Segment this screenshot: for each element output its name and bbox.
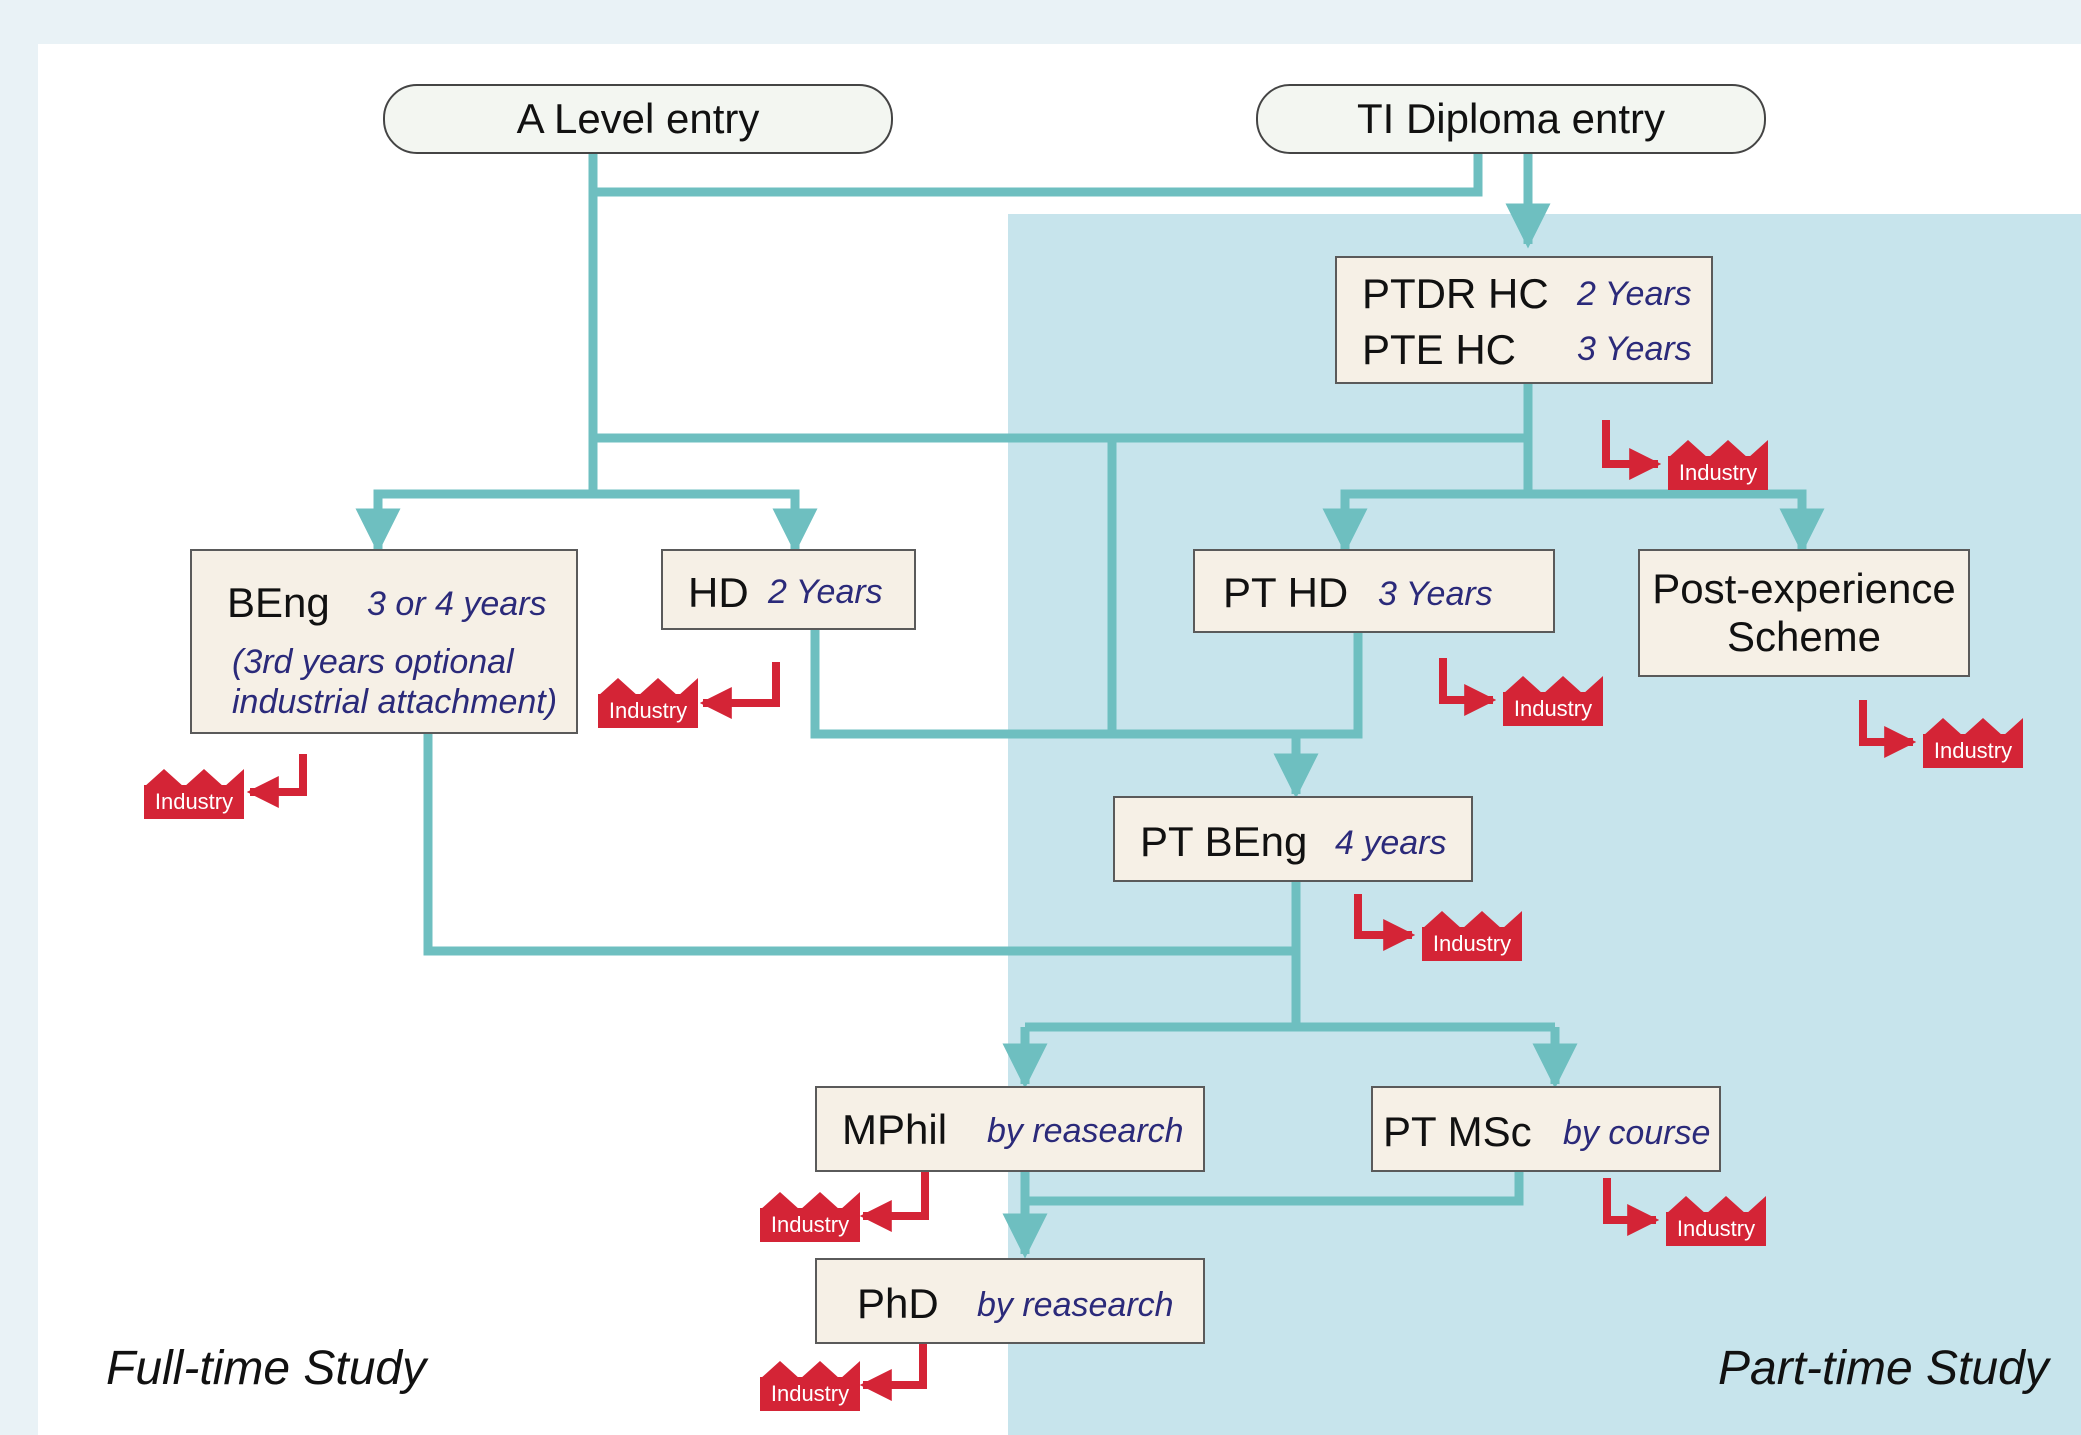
industry-label: Industry <box>1503 692 1603 726</box>
beng-note-line1: (3rd years optional <box>232 643 514 681</box>
phd-title: PhD <box>857 1280 939 1327</box>
industry-label: Industry <box>1923 734 2023 768</box>
phd-node: PhD by reasearch <box>815 1258 1205 1344</box>
ptdr-hc-duration: 2 Years <box>1577 275 1692 313</box>
pte-hc-duration: 3 Years <box>1577 330 1692 368</box>
ptdr-hc-title: PTDR HC <box>1362 270 1549 317</box>
connector-ti-to-a-level <box>593 154 1483 197</box>
a-level-entry: A Level entry <box>383 84 893 154</box>
hd-duration: 2 Years <box>768 573 883 611</box>
industry-label: Industry <box>1422 927 1522 961</box>
industry-badge-ptdr: Industry <box>1668 440 1768 490</box>
beng-duration: 3 or 4 years <box>367 585 547 623</box>
pt-hd-node: PT HD 3 Years <box>1193 549 1555 633</box>
mphil-title: MPhil <box>842 1106 948 1153</box>
ptdr-pte-hc-node: PTDR HC 2 Years PTE HC 3 Years <box>1335 256 1713 384</box>
industry-arrow-hd <box>699 662 780 719</box>
industry-badge-pt-msc: Industry <box>1666 1196 1766 1246</box>
industry-badge-post-exp: Industry <box>1923 718 2023 768</box>
post-experience-line2: Scheme <box>1726 613 1882 660</box>
industry-label: Industry <box>1668 456 1768 490</box>
industry-badge-pt-hd: Industry <box>1503 676 1603 726</box>
connector-to-beng <box>355 489 593 554</box>
full-time-label: Full-time Study <box>106 1342 427 1395</box>
industry-badge-beng: Industry <box>144 769 244 819</box>
beng-note-line2: industrial attachment) <box>232 683 558 721</box>
industry-badge-phd: Industry <box>760 1361 860 1411</box>
industry-label: Industry <box>144 785 244 819</box>
pt-msc-duration: by course <box>1563 1114 1711 1152</box>
industry-arrow-pt-beng <box>1354 894 1416 951</box>
industry-label: Industry <box>598 694 698 728</box>
connector-msc-to-phd <box>1025 1168 1524 1206</box>
hd-title: HD <box>688 569 749 616</box>
connector-hd-down <box>810 630 1363 739</box>
phd-duration: by reasearch <box>977 1286 1174 1324</box>
pt-msc-node: PT MSc by course <box>1371 1086 1721 1172</box>
industry-arrow-mphil <box>859 1172 929 1232</box>
pt-hd-duration: 3 Years <box>1378 575 1493 613</box>
connector-beng-down <box>423 734 1296 956</box>
pt-beng-title: PT BEng <box>1140 818 1308 865</box>
industry-badge-mphil: Industry <box>760 1192 860 1242</box>
beng-node: BEng 3 or 4 years (3rd years optional in… <box>190 549 578 734</box>
industry-badge-pt-beng: Industry <box>1422 911 1522 961</box>
industry-arrow-ptdr <box>1602 420 1662 480</box>
connector-to-hd <box>593 489 818 554</box>
industry-arrow-post-exp <box>1859 700 1917 758</box>
mphil-duration: by reasearch <box>987 1112 1184 1150</box>
ti-diploma-entry: TI Diploma entry <box>1256 84 1766 154</box>
industry-badge-hd: Industry <box>598 678 698 728</box>
pathway-diagram: A Level entry TI Diploma entry PTDR HC 2… <box>38 44 2081 1435</box>
pt-msc-title: PT MSc <box>1383 1108 1532 1155</box>
industry-arrow-beng <box>246 754 307 808</box>
pt-beng-duration: 4 years <box>1335 824 1447 862</box>
connector-to-pt-hd <box>1322 489 1528 554</box>
post-experience-node: Post-experience Scheme <box>1638 549 1970 677</box>
pt-hd-title: PT HD <box>1223 569 1349 616</box>
industry-arrow-pt-hd <box>1439 658 1497 716</box>
industry-label: Industry <box>760 1377 860 1411</box>
industry-arrow-pt-msc <box>1603 1178 1660 1236</box>
hd-node: HD 2 Years <box>661 549 916 630</box>
post-experience-line1: Post-experience <box>1652 565 1956 612</box>
connector-to-post-exp <box>1528 489 1825 554</box>
industry-label: Industry <box>760 1208 860 1242</box>
pte-hc-title: PTE HC <box>1362 326 1517 373</box>
beng-title: BEng <box>227 579 330 626</box>
pt-beng-node: PT BEng 4 years <box>1113 796 1473 882</box>
industry-arrow-phd <box>859 1344 927 1401</box>
industry-label: Industry <box>1666 1212 1766 1246</box>
connector-lines <box>246 154 1917 1401</box>
part-time-label: Part-time Study <box>1718 1342 2049 1395</box>
mphil-node: MPhil by reasearch <box>815 1086 1205 1172</box>
